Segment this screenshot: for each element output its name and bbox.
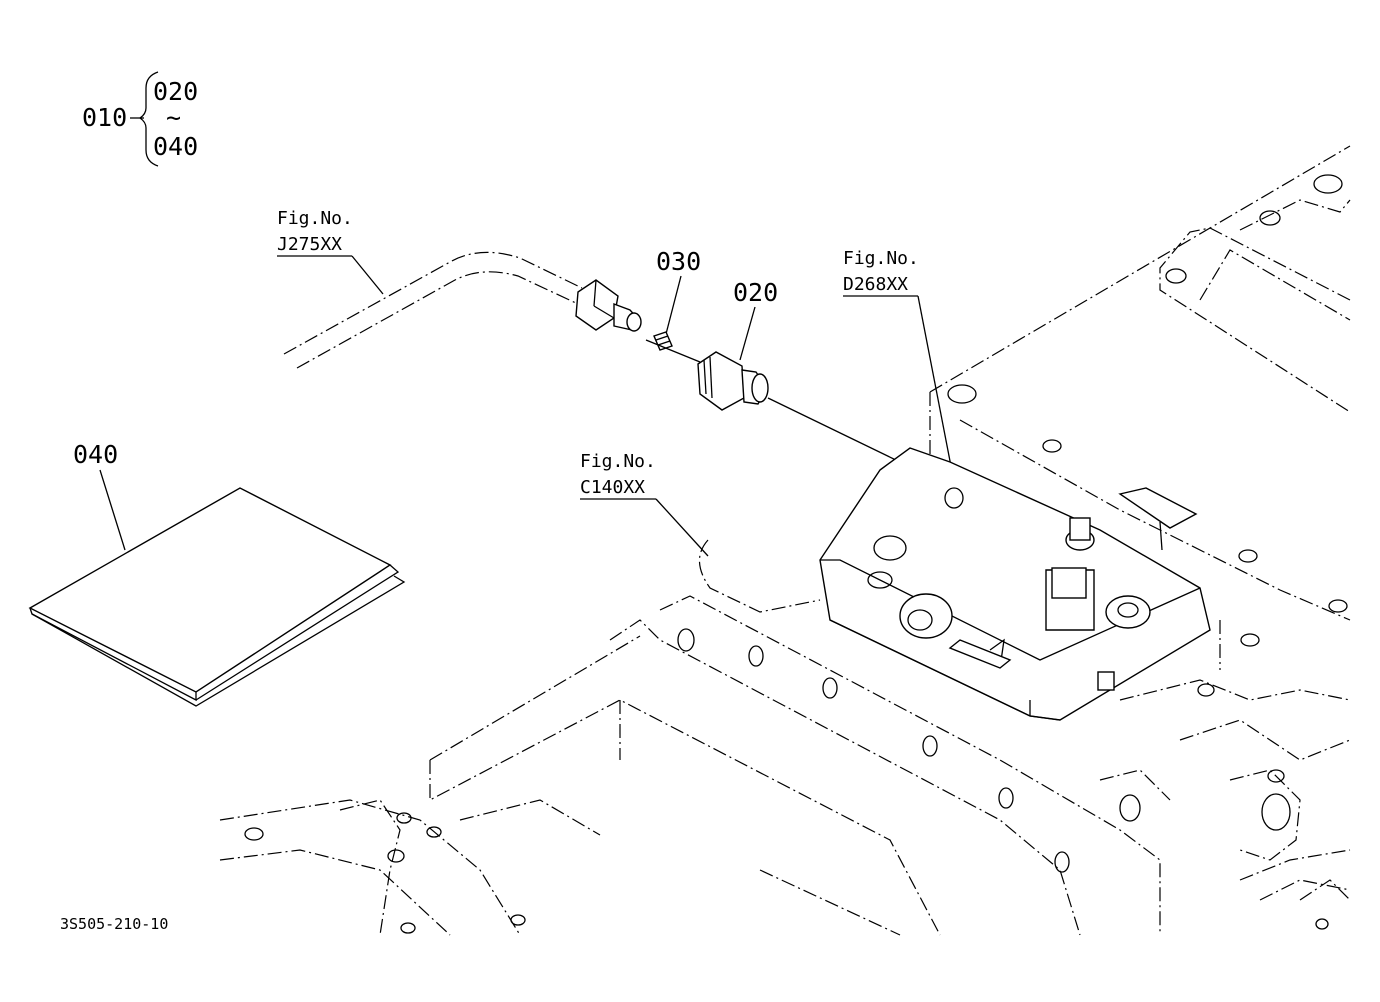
part-020: 020 [697, 278, 778, 411]
part-030-number: 030 [656, 247, 701, 276]
assembly-number: 010 [82, 103, 127, 132]
axis-line-a [645, 339, 701, 363]
pipe-nut [575, 279, 642, 332]
figure-ref-valve-code: D268XX [843, 274, 908, 295]
frame-plate [929, 145, 1351, 621]
part-040: 040 [28, 440, 406, 707]
main-housing [219, 539, 1351, 936]
figure-ref-valve-label: Fig.No. [843, 248, 919, 269]
drawing-code: 3S505-210-10 [60, 915, 168, 933]
pipe-outline [283, 251, 583, 369]
range-separator: ~ [166, 103, 181, 132]
part-030: 030 [653, 247, 701, 351]
figure-ref-pipe-code: J275XX [277, 234, 342, 255]
range-start-number: 020 [153, 77, 198, 106]
part-040-number: 040 [73, 440, 118, 469]
range-end-number: 040 [153, 132, 198, 161]
figure-ref-housing-label: Fig.No. [580, 451, 656, 472]
figure-ref-housing-code: C140XX [580, 477, 645, 498]
figure-ref-valve: Fig.No. D268XX [843, 248, 957, 493]
axis-line-b [767, 397, 901, 463]
part-020-number: 020 [733, 278, 778, 307]
assembly-callout: 010 020 ~ 040 [82, 71, 198, 167]
valve-block [819, 447, 1211, 721]
figure-ref-housing: Fig.No. C140XX [580, 451, 709, 557]
figure-ref-pipe-label: Fig.No. [277, 208, 353, 229]
figure-ref-pipe: Fig.No. J275XX [277, 208, 384, 295]
